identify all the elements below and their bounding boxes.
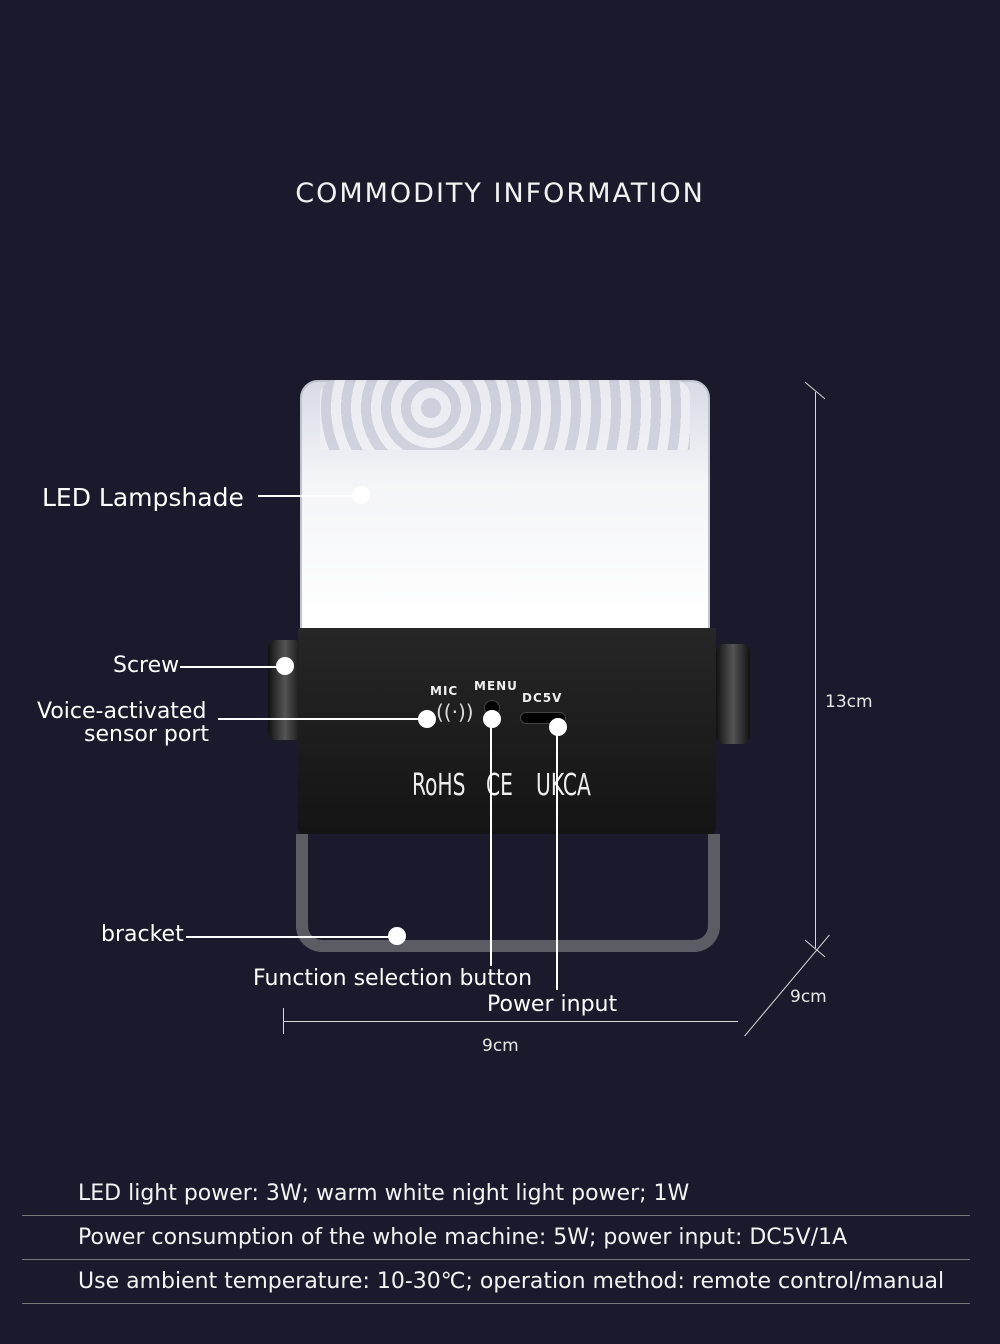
callout-screw: Screw [113,653,180,678]
leader-line [218,718,428,720]
depth-dimension-line [744,934,830,1037]
menu-label: MENU [474,679,518,693]
spec-line: Use ambient temperature: 10-30℃; operati… [78,1269,945,1294]
callout-dot [276,657,294,675]
mic-label: MIC [430,684,459,698]
divider [22,1259,970,1260]
device-body [298,628,716,834]
callout-dot [352,486,370,504]
callout-dot [549,718,567,736]
divider [22,1303,970,1304]
callout-bracket: bracket [101,922,184,947]
spec-line: LED light power: 3W; warm white night li… [78,1181,690,1206]
height-dimension-line [815,392,816,948]
right-screw-knob [716,644,750,744]
leader-line [186,936,396,938]
callout-lampshade: LED Lampshade [42,483,244,512]
leader-line [258,495,360,497]
depth-label: 9cm [790,987,827,1007]
mic-icon: ((·)) [436,700,474,724]
divider [22,1215,970,1216]
callout-power-input: Power input [487,992,618,1017]
callout-voice-line1: Voice-activated [37,699,207,724]
width-dimension-line [283,1021,738,1022]
callout-voice-line2: sensor port [84,722,209,747]
dimension-tick [283,1008,284,1034]
bracket-shape [296,834,720,952]
width-label: 9cm [482,1036,519,1056]
spec-line: Power consumption of the whole machine: … [78,1225,848,1250]
callout-dot [483,710,501,728]
rohs-mark: RoHS [412,768,466,803]
callout-dot [418,710,436,728]
leader-line [490,720,492,966]
lampshade-pattern [320,380,690,450]
callout-dot [388,927,406,945]
leader-line [180,666,280,668]
page-title: COMMODITY INFORMATION [295,178,705,209]
height-label: 13cm [825,692,873,712]
left-screw-knob [268,640,302,740]
leader-line [556,728,558,990]
ukca-mark: UKCA [536,768,591,803]
callout-function-button: Function selection button [253,966,533,991]
dc5v-label: DC5V [522,691,563,705]
